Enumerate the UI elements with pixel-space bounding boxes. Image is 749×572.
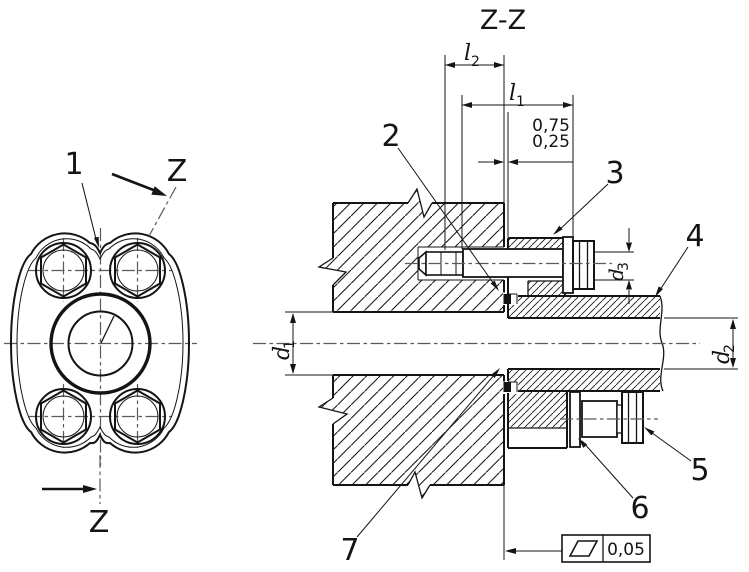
flange-outline (9, 232, 191, 454)
callout-4: 4 (655, 219, 705, 297)
dim-l1-label: l (509, 81, 516, 106)
dim-d1: d 1 (270, 313, 298, 374)
dim-l2-sub: 2 (471, 54, 480, 70)
feature-control-frame (561, 534, 651, 563)
bolt-top-right (109, 242, 166, 299)
section-title: Z-Z (480, 5, 526, 36)
oring-bottom (503, 381, 518, 394)
oring-top (503, 292, 518, 305)
callout-3-label: 3 (605, 156, 624, 191)
pipe (508, 295, 738, 392)
dim-d3-label: d (604, 268, 628, 281)
callout-3: 3 (553, 156, 625, 235)
dim-l2: l 2 (444, 41, 504, 250)
front-view-centerlines (4, 228, 197, 466)
dim-l1: l 1 (461, 81, 574, 249)
section-view: Z-Z (253, 5, 738, 568)
dim-d2: d 2 (710, 319, 738, 368)
callout-7: 7 (340, 368, 500, 568)
dim-d3: d 3 (594, 228, 634, 304)
callout-1-label: 1 (64, 147, 83, 182)
callout-7-label: 7 (340, 533, 359, 568)
callout-5: 5 (644, 427, 710, 488)
callout-2: 2 (381, 119, 499, 291)
dim-d2-sub: 2 (722, 344, 738, 353)
section-mark-bottom: Z (42, 455, 109, 540)
upper-washer (562, 236, 574, 294)
callout-4-label: 4 (685, 219, 704, 254)
flange-lower (508, 391, 568, 449)
center-bore-inner (67, 310, 134, 377)
dim-d1-sub: 1 (282, 340, 298, 349)
section-mark-top: Z (111, 154, 188, 237)
lower-bolt-head (621, 391, 644, 444)
dim-d2-label: d (710, 350, 735, 364)
center-bore-outer (49, 292, 152, 395)
break-zigzags (317, 187, 433, 500)
block (285, 187, 505, 500)
bore-radius-mark (100, 315, 115, 344)
block-hatch (319, 189, 504, 498)
callout-5-label: 5 (690, 453, 709, 488)
callout-6-label: 6 (630, 491, 649, 526)
bolt-top-left (35, 242, 92, 299)
flatness-value: 0,05 (607, 540, 645, 560)
dim-d3-sub: 3 (616, 262, 632, 271)
bolt-bottom-left (35, 388, 92, 445)
oring-seal (503, 294, 511, 304)
bolt-head (572, 240, 595, 290)
section-letter-top: Z (167, 154, 188, 189)
dim-d1-label: d (270, 346, 295, 360)
gap-lower: 0,25 (532, 132, 570, 152)
face-extension-lines (503, 55, 509, 560)
front-view: 1 Z Z (4, 147, 197, 540)
bolt-bottom-right (109, 388, 166, 445)
dim-gap: 0,75 0,25 (478, 116, 573, 165)
callout-1: 1 (64, 147, 99, 248)
dim-l1-sub: 1 (516, 94, 525, 110)
gap-upper: 0,75 (532, 116, 570, 136)
flatness-icon (568, 540, 599, 557)
dim-l2-label: l (464, 41, 471, 66)
lower-bolt (560, 391, 658, 448)
section-letter-bottom: Z (89, 505, 110, 540)
callout-6: 6 (578, 438, 650, 526)
block-bore (333, 311, 504, 376)
flatness-callout: 0,05 (505, 534, 651, 563)
oring-seal-lower (503, 382, 511, 392)
flange-chamfer-contour (16, 238, 184, 448)
callout-2-label: 2 (381, 119, 400, 154)
